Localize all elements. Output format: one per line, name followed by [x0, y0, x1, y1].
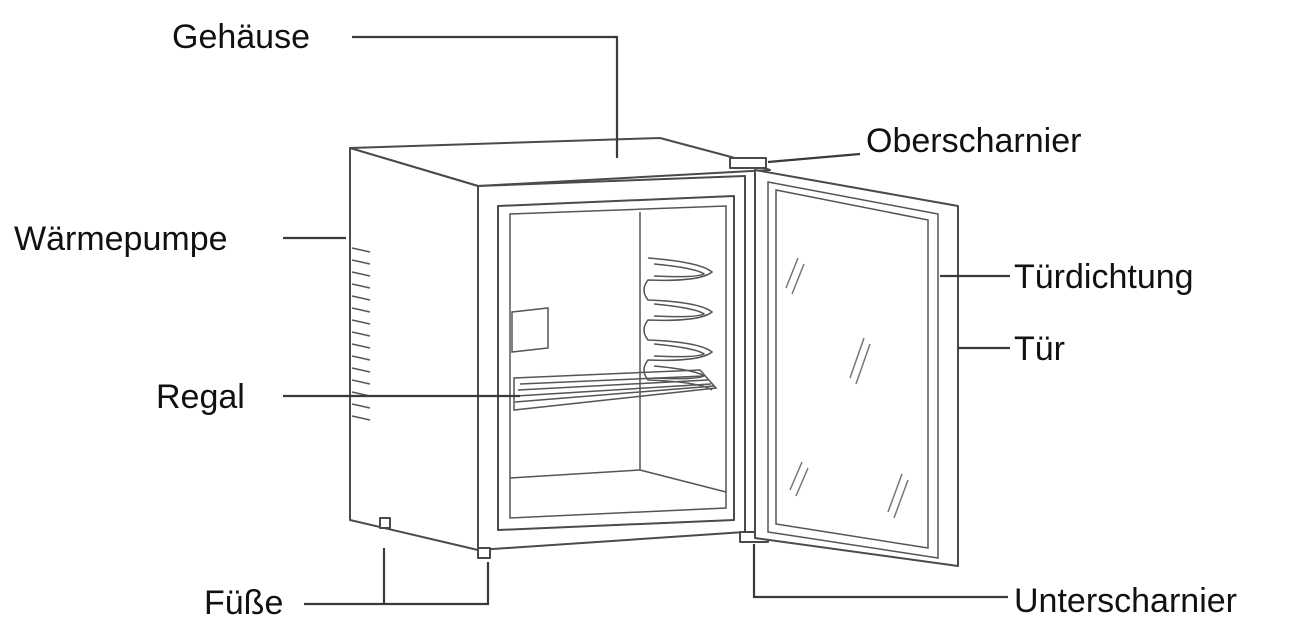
shelf — [513, 369, 718, 411]
label-shelf: Regal — [156, 378, 245, 416]
foot-right — [477, 547, 491, 559]
door-glass — [775, 189, 929, 549]
label-lower-hinge: Unterscharnier — [1014, 582, 1237, 620]
foot-left — [379, 517, 391, 529]
cabinet-illustration — [349, 137, 771, 559]
door-panel — [754, 169, 959, 567]
label-door: Tür — [1014, 330, 1065, 368]
inner-floor-line — [509, 469, 641, 479]
upper-hinge — [729, 157, 767, 169]
leader-feet — [304, 562, 490, 606]
control-box — [511, 307, 549, 353]
cabinet-inner-edge — [509, 205, 727, 519]
label-upper-hinge: Oberscharnier — [866, 122, 1081, 160]
door-illustration — [754, 169, 959, 567]
label-heat-pump: Wärmepumpe — [14, 220, 228, 258]
label-door-seal: Türdichtung — [1014, 258, 1194, 296]
door-seal — [767, 181, 939, 559]
label-feet: Füße — [204, 584, 283, 622]
cabinet-side-panel — [349, 147, 479, 551]
leader-lower-hinge — [752, 544, 1008, 599]
leader-upper-hinge — [767, 152, 861, 164]
label-housing: Gehäuse — [172, 18, 310, 56]
cabinet-opening — [497, 195, 735, 531]
heat-pump-vents — [351, 247, 371, 421]
leader-lines — [283, 35, 1010, 606]
leader-housing — [352, 35, 619, 158]
